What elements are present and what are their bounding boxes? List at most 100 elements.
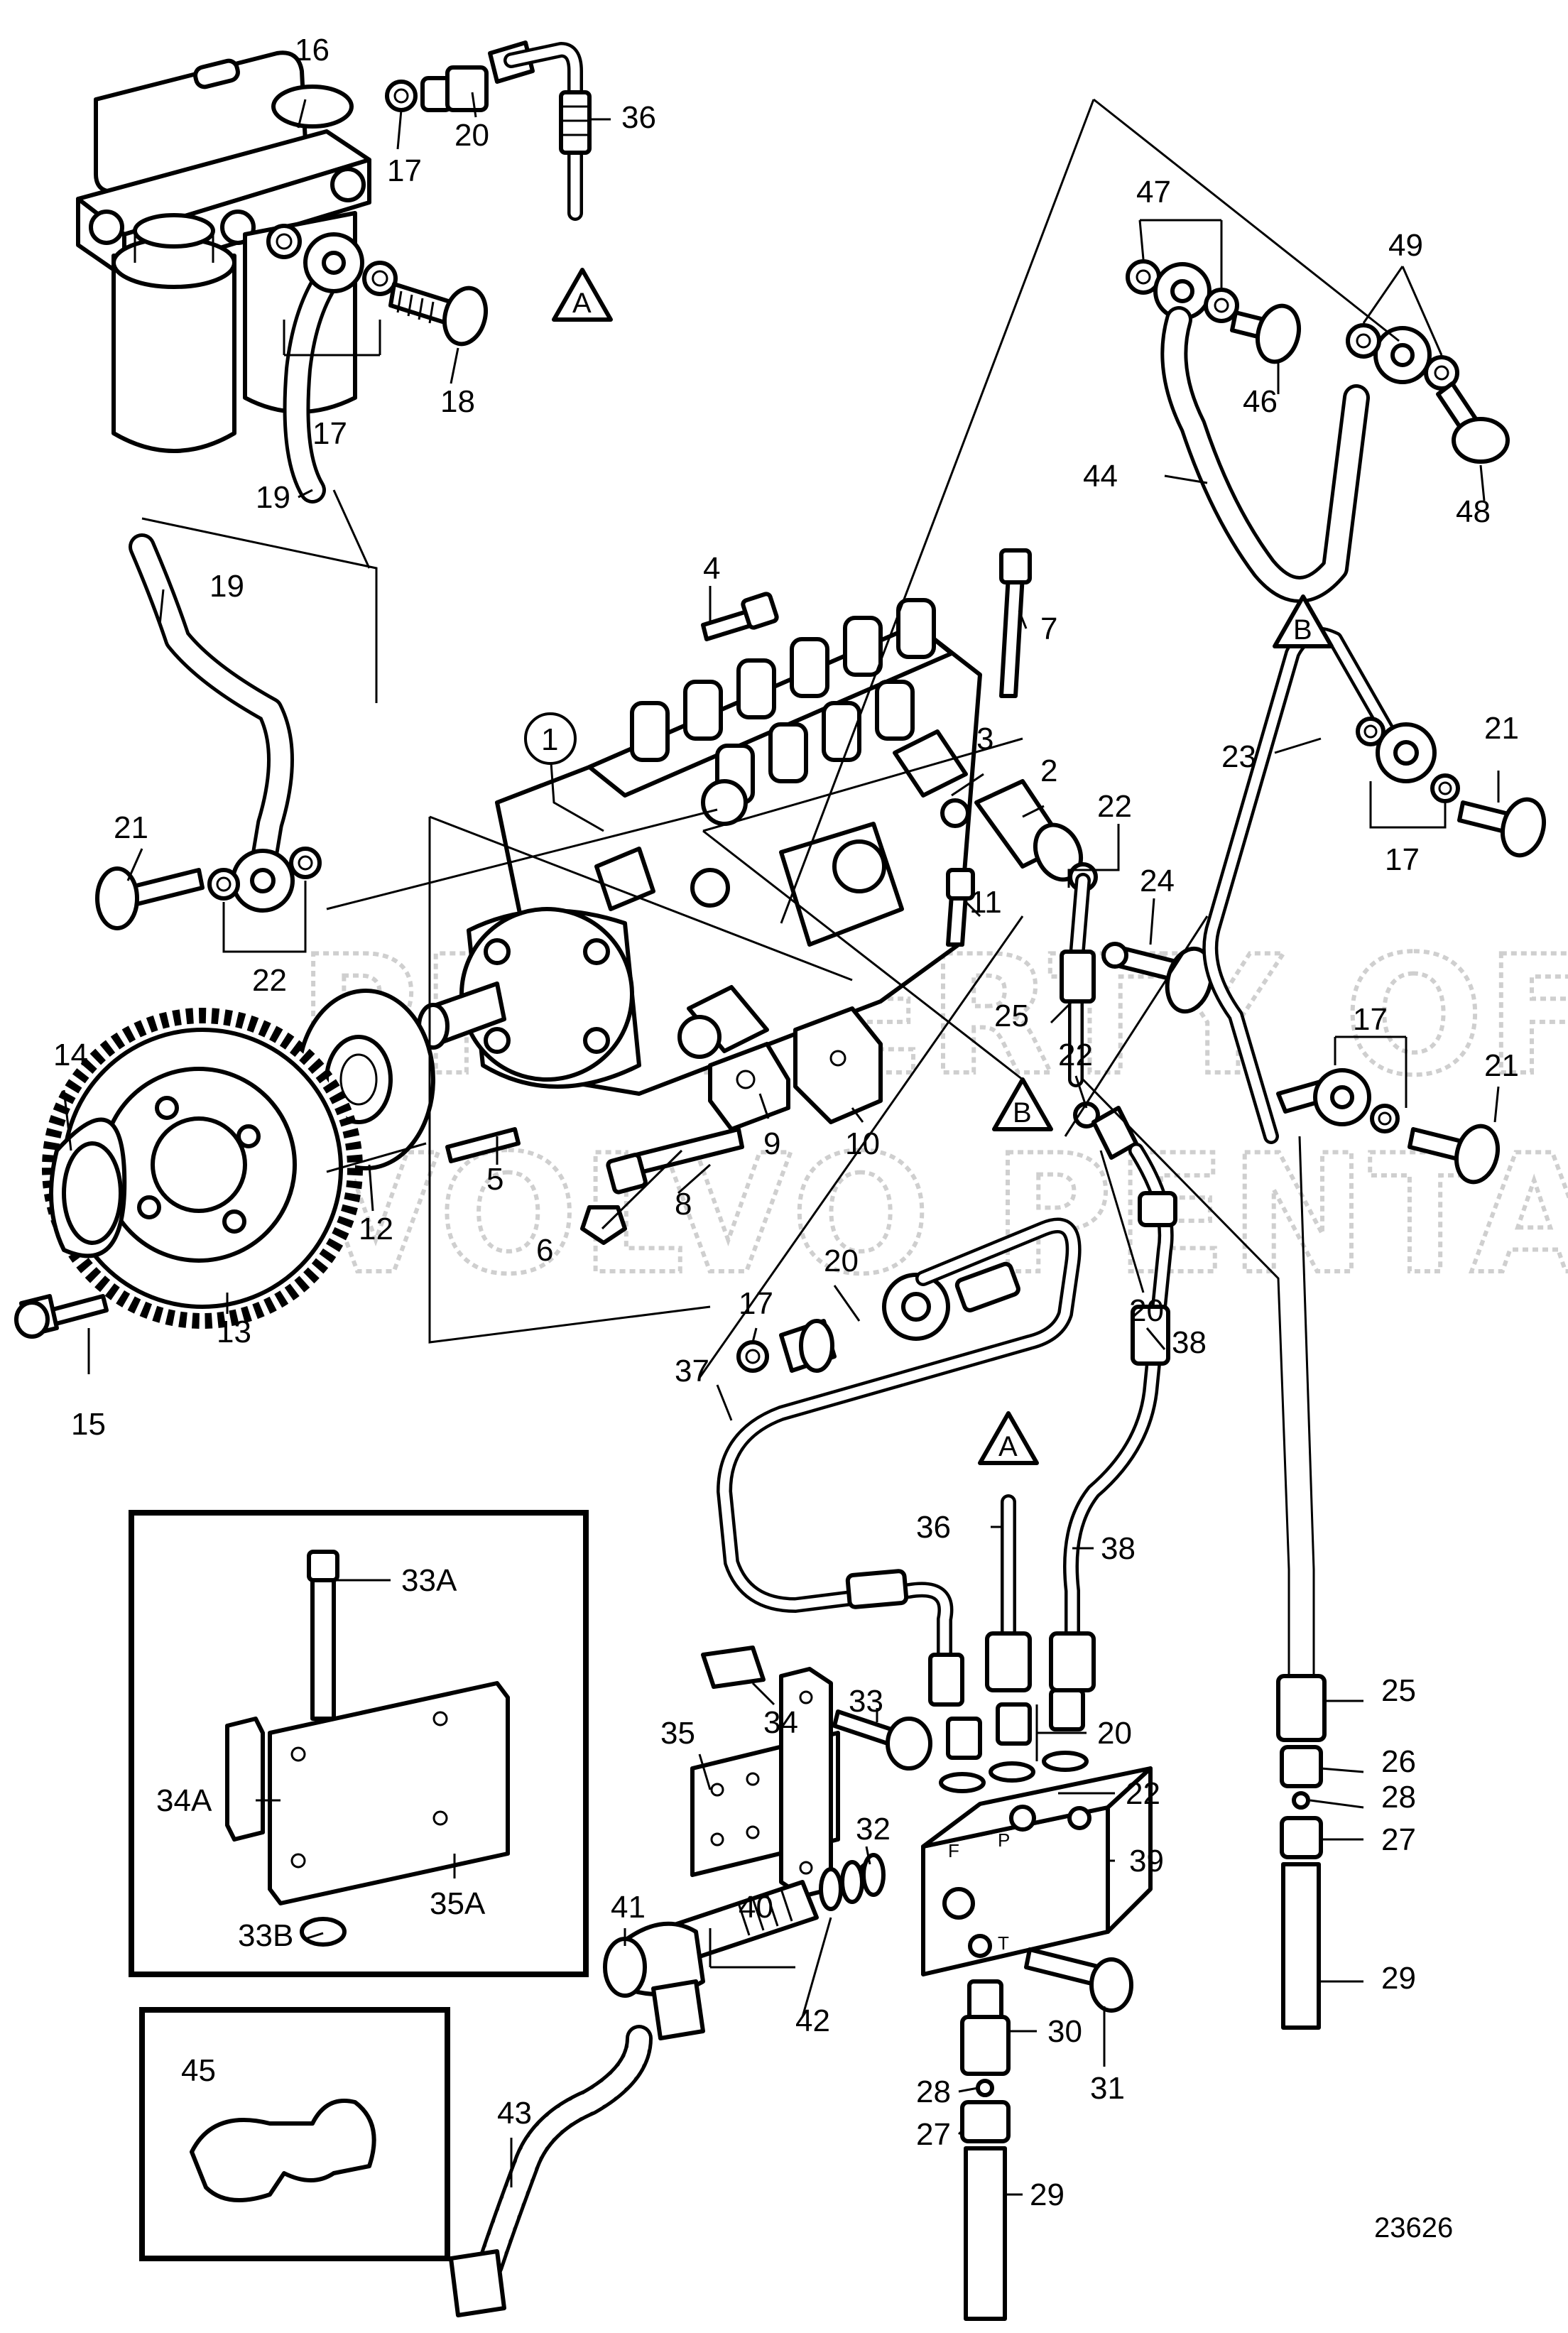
bracket-35 xyxy=(690,1646,932,1898)
callout-45: 45 xyxy=(181,2053,216,2088)
callout-38-upper: 38 xyxy=(1172,1325,1207,1360)
callout-4: 4 xyxy=(703,551,720,586)
svg-text:B: B xyxy=(1293,614,1312,646)
callout-26: 26 xyxy=(1381,1744,1416,1779)
callout-22-mid: 22 xyxy=(1058,1038,1093,1072)
callout-17-left: 17 xyxy=(312,416,347,451)
cross-reference-lines xyxy=(141,98,1400,1570)
callout-49: 49 xyxy=(1388,228,1423,263)
banjo-bolt-18 xyxy=(388,282,488,347)
callout-33a: 33A xyxy=(401,1563,457,1598)
delivery-valves xyxy=(630,598,936,805)
callout-17-right: 17 xyxy=(1385,842,1420,877)
callout-34a: 34A xyxy=(156,1783,212,1818)
callout-labels: 1 2 3 4 5 6 7 8 9 10 11 12 13 14 15 16 1… xyxy=(53,33,1519,2212)
callout-17-right-lower: 17 xyxy=(1353,1002,1388,1037)
inset-alternative-bracket xyxy=(129,1510,589,1977)
banjo-hose-44 xyxy=(1126,259,1510,603)
drawing-number: 23626 xyxy=(1374,2212,1453,2244)
fuel-pipe-36-bottom xyxy=(985,1494,1032,1692)
pipe-25 xyxy=(1060,873,1096,1087)
callout-29-bottom: 29 xyxy=(1030,2177,1065,2212)
callout-22-left: 22 xyxy=(252,963,287,998)
callout-31: 31 xyxy=(1090,2071,1125,2106)
callout-48: 48 xyxy=(1456,494,1491,529)
callout-44: 44 xyxy=(1083,459,1118,494)
callout-28-right: 28 xyxy=(1381,1780,1416,1815)
callout-15: 15 xyxy=(71,1407,106,1442)
fuel-hose-19-upper xyxy=(266,224,398,504)
callout-18: 18 xyxy=(440,384,475,419)
callout-32: 32 xyxy=(856,1812,891,1847)
svg-text:A: A xyxy=(572,288,592,319)
callout-20-mid-right: 20 xyxy=(1129,1293,1164,1328)
inset-clip-45 xyxy=(139,2007,450,2261)
callout-leaders xyxy=(62,92,1500,2196)
callout-5: 5 xyxy=(486,1162,503,1197)
callout-23: 23 xyxy=(1221,739,1256,774)
pipe-37 xyxy=(717,1217,1082,1707)
valve-block-port-t: T xyxy=(998,1932,1009,1954)
pump-bolts xyxy=(445,548,1032,1245)
reference-marker-a-bottom: A xyxy=(978,1411,1039,1465)
ring-14 xyxy=(49,1117,127,1258)
callout-8: 8 xyxy=(675,1187,692,1222)
callout-46: 46 xyxy=(1243,384,1278,419)
fittings-20-17-middle xyxy=(736,1273,950,1373)
callout-35a: 35A xyxy=(430,1886,486,1921)
callout-16: 16 xyxy=(295,33,330,67)
solenoid-valve-41 xyxy=(603,1853,886,2040)
callout-11: 11 xyxy=(969,885,1002,920)
valve-block-39: F P T xyxy=(921,1766,1153,1976)
callout-36-top: 36 xyxy=(621,100,656,135)
valve-block-port-f: F xyxy=(948,1840,959,1861)
callout-20-top: 20 xyxy=(454,118,489,153)
callout-40: 40 xyxy=(739,1890,773,1925)
callout-20-bottom: 20 xyxy=(1097,1716,1132,1751)
valve-block-port-p: P xyxy=(998,1829,1010,1851)
callout-42: 42 xyxy=(795,2003,830,2038)
pipe-38 xyxy=(1049,1102,1177,1692)
svg-text:A: A xyxy=(998,1431,1018,1462)
callout-17-top: 17 xyxy=(387,153,422,188)
callout-38-lower: 38 xyxy=(1101,1531,1136,1566)
fittings-20-bottom xyxy=(939,1688,1089,1793)
callout-33: 33 xyxy=(849,1684,883,1719)
bolt-15 xyxy=(14,1294,109,1339)
callout-14: 14 xyxy=(53,1038,88,1072)
reference-marker-a-top: A xyxy=(552,268,613,322)
banjo-bolt-21-left xyxy=(95,847,322,930)
callout-29-right: 29 xyxy=(1381,1961,1416,1996)
reference-marker-b-top: B xyxy=(1273,594,1334,648)
callout-34: 34 xyxy=(763,1705,798,1740)
callout-35: 35 xyxy=(660,1716,695,1751)
callout-6: 6 xyxy=(536,1233,553,1268)
svg-text:B: B xyxy=(1013,1097,1032,1129)
fuel-pipe-36-top xyxy=(503,42,592,221)
return-fittings-25-29-right xyxy=(1276,1570,1327,2030)
callout-25-upper: 25 xyxy=(994,999,1029,1033)
callout-24: 24 xyxy=(1140,864,1175,898)
callout-41: 41 xyxy=(611,1890,646,1925)
callout-3: 3 xyxy=(976,722,993,756)
callout-30: 30 xyxy=(1047,2014,1082,2049)
fuel-filter-assembly xyxy=(76,50,371,453)
callout-19-lower: 19 xyxy=(209,569,244,604)
callout-10: 10 xyxy=(845,1126,880,1161)
callout-33b: 33B xyxy=(238,1918,293,1953)
bolt-31 xyxy=(1024,1947,1133,2013)
callout-2: 2 xyxy=(1040,754,1057,788)
callout-1: 1 xyxy=(541,722,558,757)
callout-19-top: 19 xyxy=(256,480,290,515)
callout-22-bottom: 22 xyxy=(1126,1776,1160,1811)
banjo-bolt-21-right-upper xyxy=(1356,717,1546,858)
callout-27-bottom: 27 xyxy=(916,2117,951,2152)
banjo-group-17-right-lower xyxy=(1276,1068,1500,1185)
callout-9: 9 xyxy=(763,1126,780,1161)
cable-harness-43 xyxy=(449,2025,653,2317)
callout-21-right-upper: 21 xyxy=(1484,711,1519,746)
callout-17-mid: 17 xyxy=(739,1286,773,1321)
callout-47: 47 xyxy=(1136,175,1171,210)
callout-27-right: 27 xyxy=(1381,1822,1416,1857)
